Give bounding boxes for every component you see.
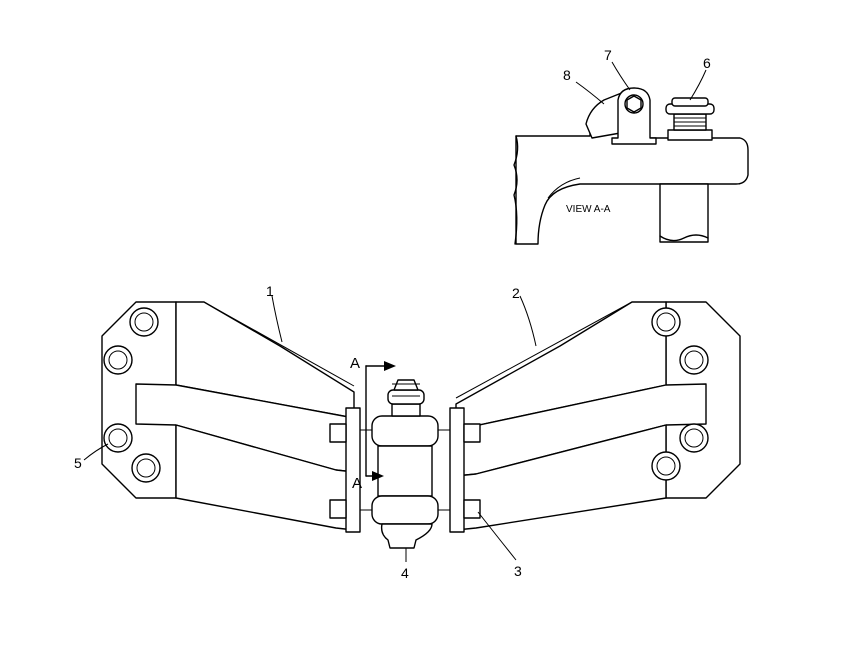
callout-7: 7 bbox=[604, 47, 612, 63]
view-a-a-title: VIEW A-A bbox=[566, 204, 611, 215]
bolt-set-right bbox=[651, 307, 709, 481]
center-hinge bbox=[329, 379, 481, 549]
left-bracket bbox=[101, 301, 355, 531]
callout-1: 1 bbox=[266, 283, 274, 299]
section-marker-top-label: A bbox=[350, 355, 360, 372]
section-marker-bottom-label: A bbox=[352, 475, 362, 492]
callout-8: 8 bbox=[563, 67, 571, 83]
callout-6: 6 bbox=[703, 55, 711, 71]
callouts-main: 1 2 3 4 5 bbox=[74, 283, 537, 581]
callout-5: 5 bbox=[74, 455, 82, 471]
right-bracket bbox=[455, 301, 741, 531]
view-a-a-inset: VIEW A-A 8 7 6 bbox=[513, 47, 749, 245]
callout-3: 3 bbox=[514, 563, 522, 579]
callout-4: 4 bbox=[401, 565, 409, 581]
bolt-set-left bbox=[103, 307, 161, 483]
callout-2: 2 bbox=[512, 285, 520, 301]
section-marker: A A bbox=[350, 355, 396, 492]
